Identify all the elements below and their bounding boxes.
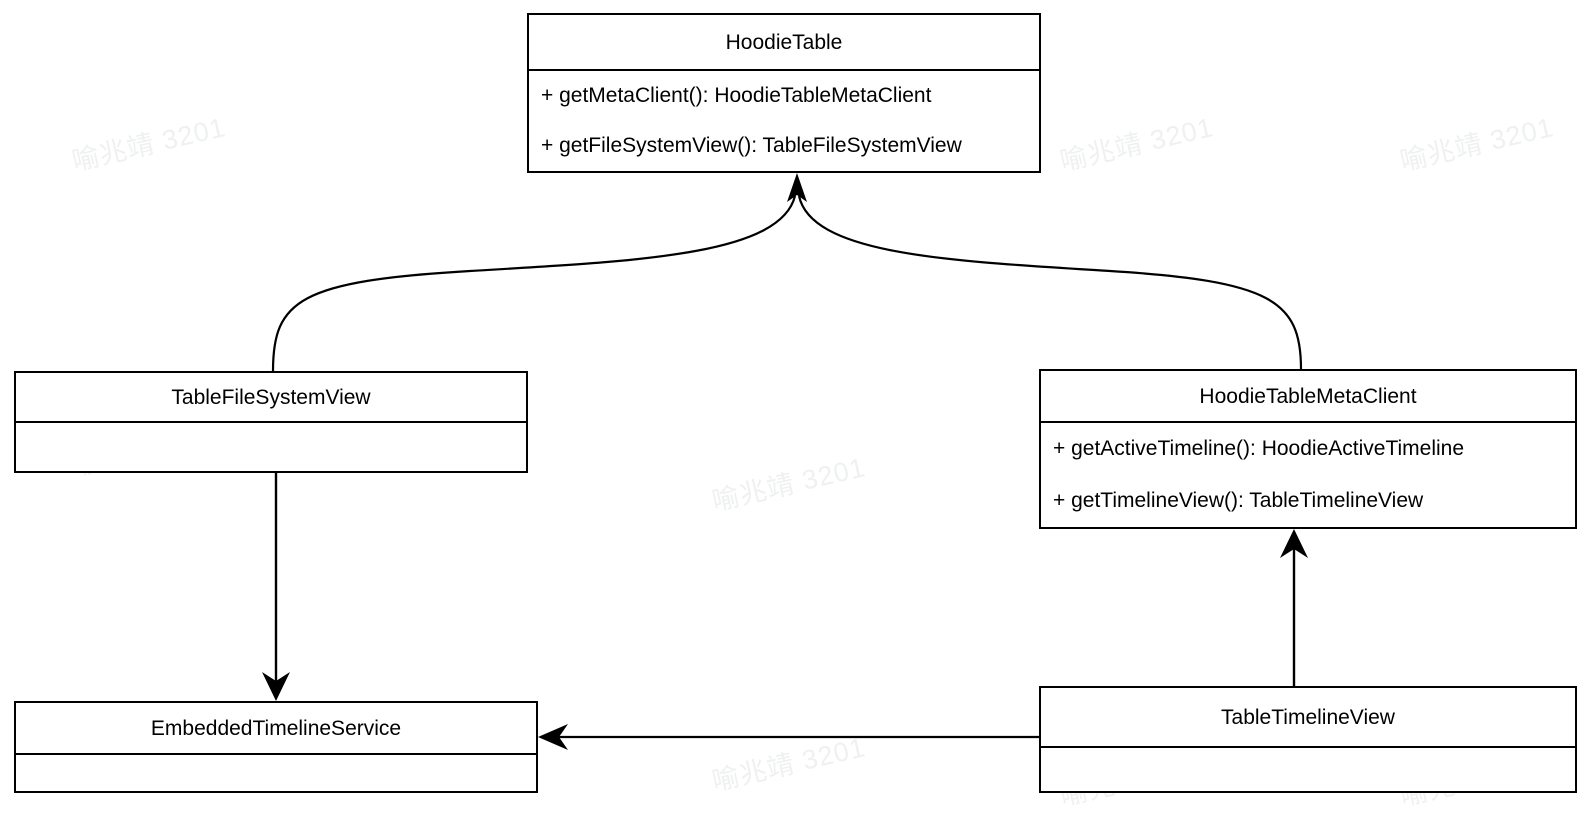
arrowhead-into-embeddedtimelineservice-right [538,724,568,750]
class-name-embedded-timeline-service: EmbeddedTimelineService [16,703,536,755]
arrowhead-into-embeddedtimelineservice-top [262,672,290,701]
uml-class-table-file-system-view[interactable]: TableFileSystemView [14,371,528,473]
class-name-table-file-system-view: TableFileSystemView [16,373,526,423]
class-name-table-timeline-view: TableTimelineView [1041,688,1575,748]
class-member: + getActiveTimeline(): HoodieActiveTimel… [1053,437,1465,460]
class-members-embedded-timeline-service [16,755,536,791]
watermark: 喻兆靖 3201 [709,452,869,517]
class-name-hoodie-table: HoodieTable [529,15,1039,71]
uml-class-hoodie-table-meta-client[interactable]: HoodieTableMetaClient + getActiveTimelin… [1039,369,1577,529]
class-member: + getMetaClient(): HoodieTableMetaClient [541,84,932,107]
class-members-hoodie-table: + getMetaClient(): HoodieTableMetaClient… [529,71,1039,171]
watermark: 喻兆靖 3201 [1397,112,1557,177]
class-members-table-file-system-view [16,423,526,471]
class-name-hoodie-table-meta-client: HoodieTableMetaClient [1041,371,1575,423]
watermark: 喻兆靖 3201 [1057,112,1217,177]
class-members-table-timeline-view [1041,748,1575,791]
arrowhead-into-hoodietablemetaclient-bottom [1280,529,1308,558]
class-member: + getTimelineView(): TableTimelineView [1053,489,1424,512]
class-member: + getFileSystemView(): TableFileSystemVi… [541,134,962,157]
class-members-hoodie-table-meta-client: + getActiveTimeline(): HoodieActiveTimel… [1041,423,1575,527]
uml-class-embedded-timeline-service[interactable]: EmbeddedTimelineService [14,701,538,793]
uml-class-table-timeline-view[interactable]: TableTimelineView [1039,686,1577,793]
watermark: 喻兆靖 3201 [69,112,229,177]
edge-tablefilesystemview-to-hoodietable [271,195,797,372]
edge-hoodietablemetaclient-to-hoodietable [797,195,1303,370]
watermark: 喻兆靖 3201 [709,732,869,797]
arrowhead-into-hoodietable [787,173,807,202]
uml-class-hoodie-table[interactable]: HoodieTable + getMetaClient(): HoodieTab… [527,13,1041,173]
